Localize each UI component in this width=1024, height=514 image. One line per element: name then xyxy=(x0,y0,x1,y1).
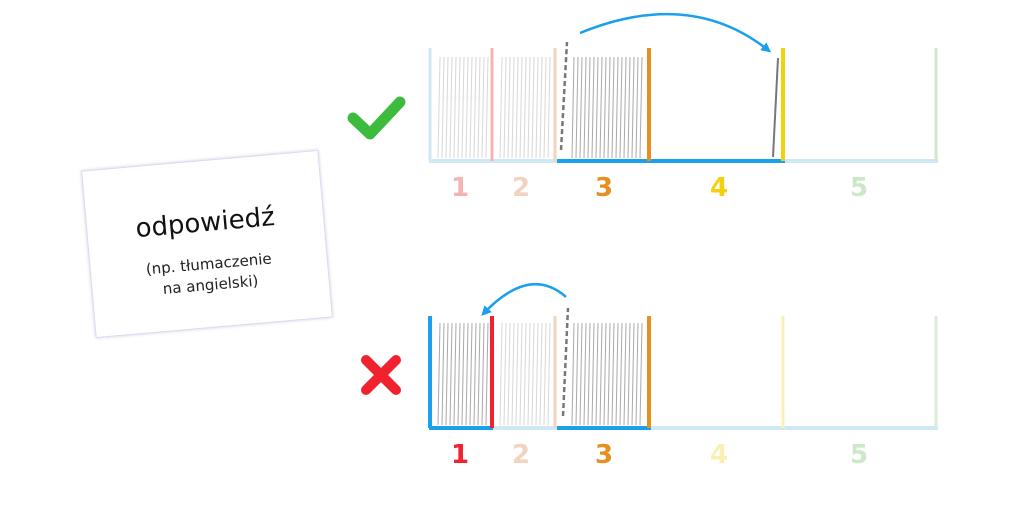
incorrect-box-label-4: 4 xyxy=(710,440,728,470)
incorrect-box-label-2: 2 xyxy=(512,440,530,470)
correct-box-label-5: 5 xyxy=(850,173,868,203)
incorrect-row: 1 2 3 4 5 xyxy=(361,283,938,470)
correct-box-label-3: 3 xyxy=(595,173,613,203)
demote-arrow xyxy=(481,283,567,316)
box-3-cards xyxy=(571,56,643,159)
moved-card-origin xyxy=(559,41,569,151)
checkmark-icon xyxy=(347,96,406,140)
moved-card-destination xyxy=(772,57,779,158)
correct-box-label-4: 4 xyxy=(710,173,728,203)
moved-card-origin xyxy=(561,307,570,417)
correct-box-label-1: 1 xyxy=(451,173,469,203)
box-2-cards xyxy=(499,322,551,426)
incorrect-box-label-1: 1 xyxy=(451,440,469,470)
box-2-cards xyxy=(499,56,551,159)
box-3-cards xyxy=(571,322,643,426)
incorrect-box-label-3: 3 xyxy=(595,440,613,470)
box-1-cards xyxy=(437,56,489,159)
correct-box-label-2: 2 xyxy=(512,173,530,203)
box-1-cards xyxy=(437,322,489,426)
incorrect-box-label-5: 5 xyxy=(850,440,868,470)
promote-arrow xyxy=(579,12,772,53)
cross-icon xyxy=(361,355,401,395)
correct-row: 1 2 3 4 5 xyxy=(347,12,938,203)
